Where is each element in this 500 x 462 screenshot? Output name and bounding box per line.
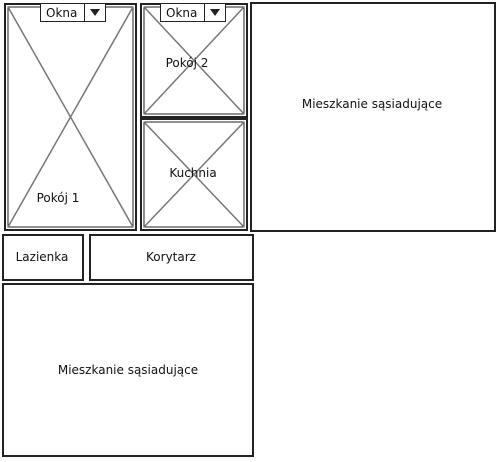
room-pokoj-2-label: Pokój 2 [165, 56, 209, 70]
room-korytarz-label: Korytarz [146, 250, 196, 264]
room-mieszkanie-right-outline [250, 2, 496, 232]
room-lazienka-outline [2, 234, 84, 281]
room-mieszkanie-bottom-label: Mieszkanie sąsiadujące [57, 363, 199, 377]
room-pokoj-1-cross-b [7, 6, 134, 228]
room-mieszkanie-bottom-outline [2, 283, 254, 457]
room-kuchnia [140, 118, 248, 231]
room-kuchnia-cross-b [143, 121, 245, 228]
pokoj-1-window-dropdown-button[interactable] [84, 4, 105, 21]
pokoj-1-window-dropdown[interactable]: Okna [40, 3, 106, 22]
chevron-down-icon [90, 9, 100, 16]
pokoj-2-window-dropdown-button[interactable] [204, 4, 225, 21]
room-pokoj-1-label: Pokój 1 [36, 191, 80, 205]
pokoj-2-window-dropdown-label: Okna [166, 5, 198, 20]
room-lazienka-label: Lazienka [15, 250, 69, 264]
room-mieszkanie-right-label: Mieszkanie sąsiadujące [301, 97, 443, 111]
chevron-down-icon [210, 9, 220, 16]
room-korytarz-outline [89, 234, 254, 281]
room-kuchnia-label: Kuchnia [169, 166, 217, 180]
room-kuchnia-outline [140, 118, 248, 231]
room-pokoj-2-cross-b [143, 6, 245, 115]
room-kuchnia-inner-outline [143, 121, 245, 228]
pokoj-2-window-dropdown[interactable]: Okna [160, 3, 226, 22]
pokoj-1-window-dropdown-label: Okna [46, 5, 78, 20]
